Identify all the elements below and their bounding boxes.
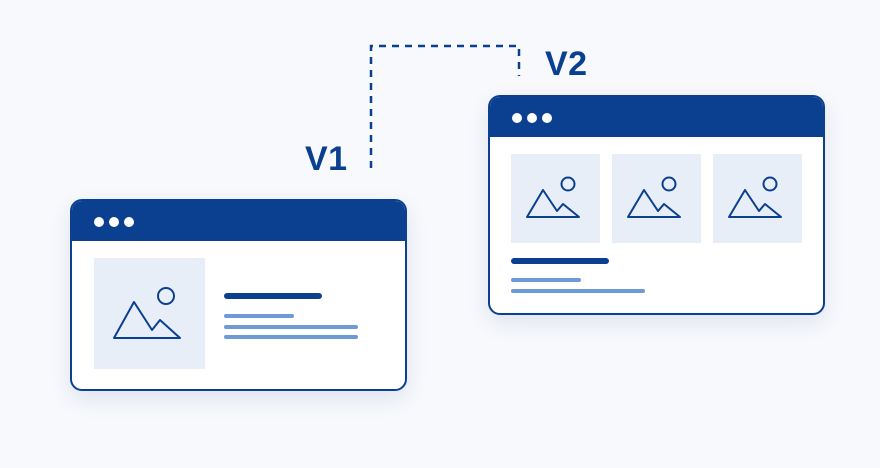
connector-line <box>369 44 521 168</box>
image-placeholder <box>511 154 600 243</box>
content-text-line <box>224 325 358 329</box>
content-text-line <box>224 335 358 339</box>
window-titlebar <box>72 201 405 241</box>
content-text-line <box>224 314 294 318</box>
content-text-line <box>511 289 645 293</box>
image-placeholder <box>94 258 205 369</box>
content-heading-bar <box>511 258 609 264</box>
image-icon <box>113 287 181 339</box>
browser-window-v1 <box>70 199 407 391</box>
browser-window-v2 <box>488 95 825 315</box>
window-dot-icon <box>109 217 119 227</box>
image-placeholder <box>612 154 701 243</box>
version-label-v2: V2 <box>545 45 588 83</box>
content-heading-bar <box>224 293 322 299</box>
window-dot-icon <box>94 217 104 227</box>
window-dot-icon <box>124 217 134 227</box>
image-icon <box>526 176 580 218</box>
image-icon <box>728 176 782 218</box>
content-text-line <box>511 278 581 282</box>
image-placeholder <box>713 154 802 243</box>
window-dot-icon <box>542 113 552 123</box>
image-icon <box>627 176 681 218</box>
window-titlebar <box>490 97 823 137</box>
version-label-v1: V1 <box>305 140 348 178</box>
window-dot-icon <box>512 113 522 123</box>
window-dot-icon <box>527 113 537 123</box>
